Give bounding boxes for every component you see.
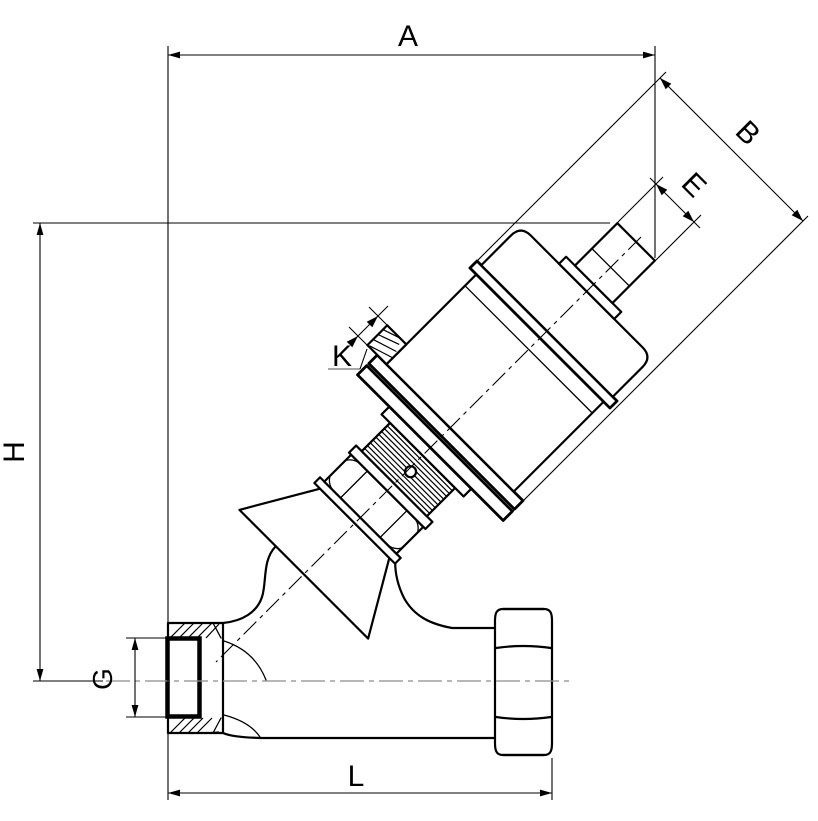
dimension-label-H: H bbox=[0, 441, 31, 463]
arrowhead bbox=[660, 78, 672, 90]
bonnet-hex-face-line bbox=[379, 509, 408, 539]
hatch-line bbox=[187, 622, 204, 639]
dimension-label-B: B bbox=[729, 115, 766, 152]
extension-line bbox=[473, 71, 667, 265]
inlet-thread-hatch-top bbox=[169, 622, 220, 639]
hatch-line bbox=[169, 622, 186, 639]
inlet-thread-chamfer-top bbox=[212, 622, 222, 639]
arrowhead bbox=[346, 336, 358, 348]
air-port-thread-line bbox=[377, 333, 400, 345]
arrowhead bbox=[168, 51, 180, 59]
dimension-label-E: E bbox=[675, 167, 712, 204]
extension-line bbox=[654, 214, 702, 262]
stem-axis-centerline bbox=[215, 236, 642, 663]
inlet-thread-bore bbox=[165, 636, 202, 719]
extension-line bbox=[616, 176, 664, 224]
inlet-thread-chamfer-bottom bbox=[212, 717, 222, 734]
air-port-thread-line bbox=[372, 338, 397, 353]
arrowhead bbox=[131, 705, 139, 717]
dimension-label-G: G bbox=[87, 668, 118, 690]
extension-line bbox=[502, 215, 809, 522]
bonnet-hex-chamfer bbox=[328, 475, 335, 493]
air-port-thread-line bbox=[369, 345, 394, 359]
spring-washer-line bbox=[366, 445, 433, 512]
inlet-thread-hatch-bottom bbox=[169, 717, 220, 734]
dimension-line bbox=[659, 77, 804, 222]
hatch-line bbox=[196, 622, 213, 639]
arrowhead bbox=[36, 669, 44, 681]
arrowhead bbox=[656, 184, 668, 196]
hatch-line bbox=[196, 717, 213, 734]
dimension-label-K: K bbox=[332, 340, 352, 373]
bonnet-hex-face-line bbox=[339, 470, 369, 499]
union-nut-hex-face-line-lower bbox=[494, 715, 553, 721]
actuator-cylinder-seam bbox=[464, 285, 593, 414]
air-port-boss-body bbox=[366, 324, 408, 366]
arrowhead bbox=[168, 789, 180, 797]
air-port-thread-line bbox=[382, 329, 401, 339]
hatch-line bbox=[205, 731, 220, 734]
arrowhead bbox=[131, 638, 139, 650]
union-nut-outline bbox=[493, 607, 554, 757]
air-port-boss bbox=[366, 324, 408, 366]
hatch-line bbox=[169, 717, 186, 734]
bonnet-hex-chamfer bbox=[385, 543, 403, 550]
arrowhead bbox=[643, 51, 655, 59]
body-inner-contour-lower bbox=[223, 714, 261, 738]
dimension-A: A bbox=[167, 20, 656, 800]
spring-washer-line bbox=[383, 428, 450, 495]
dimension-H: H bbox=[0, 222, 610, 682]
arrowhead bbox=[540, 789, 552, 797]
hatch-line bbox=[187, 717, 204, 734]
union-nut-hex-face-line-upper bbox=[494, 644, 553, 650]
inlet-port bbox=[165, 621, 225, 735]
hatch-line bbox=[178, 622, 195, 639]
hatch-line bbox=[205, 623, 220, 639]
body-inner-contour-upper bbox=[223, 640, 267, 681]
dimension-K: K bbox=[328, 305, 389, 373]
leader-line bbox=[359, 348, 368, 370]
dimension-label-L: L bbox=[348, 760, 365, 793]
arrowhead bbox=[682, 210, 694, 222]
dimension-G: G bbox=[87, 637, 166, 718]
arrowhead bbox=[791, 209, 803, 221]
hatch-line bbox=[178, 717, 195, 734]
dimension-label-A: A bbox=[398, 20, 418, 53]
arrowhead bbox=[366, 316, 378, 328]
outlet-union-nut bbox=[493, 607, 554, 757]
arrowhead bbox=[36, 223, 44, 235]
dimension-L: L bbox=[168, 758, 553, 800]
stem-indicator-pin bbox=[403, 465, 418, 479]
